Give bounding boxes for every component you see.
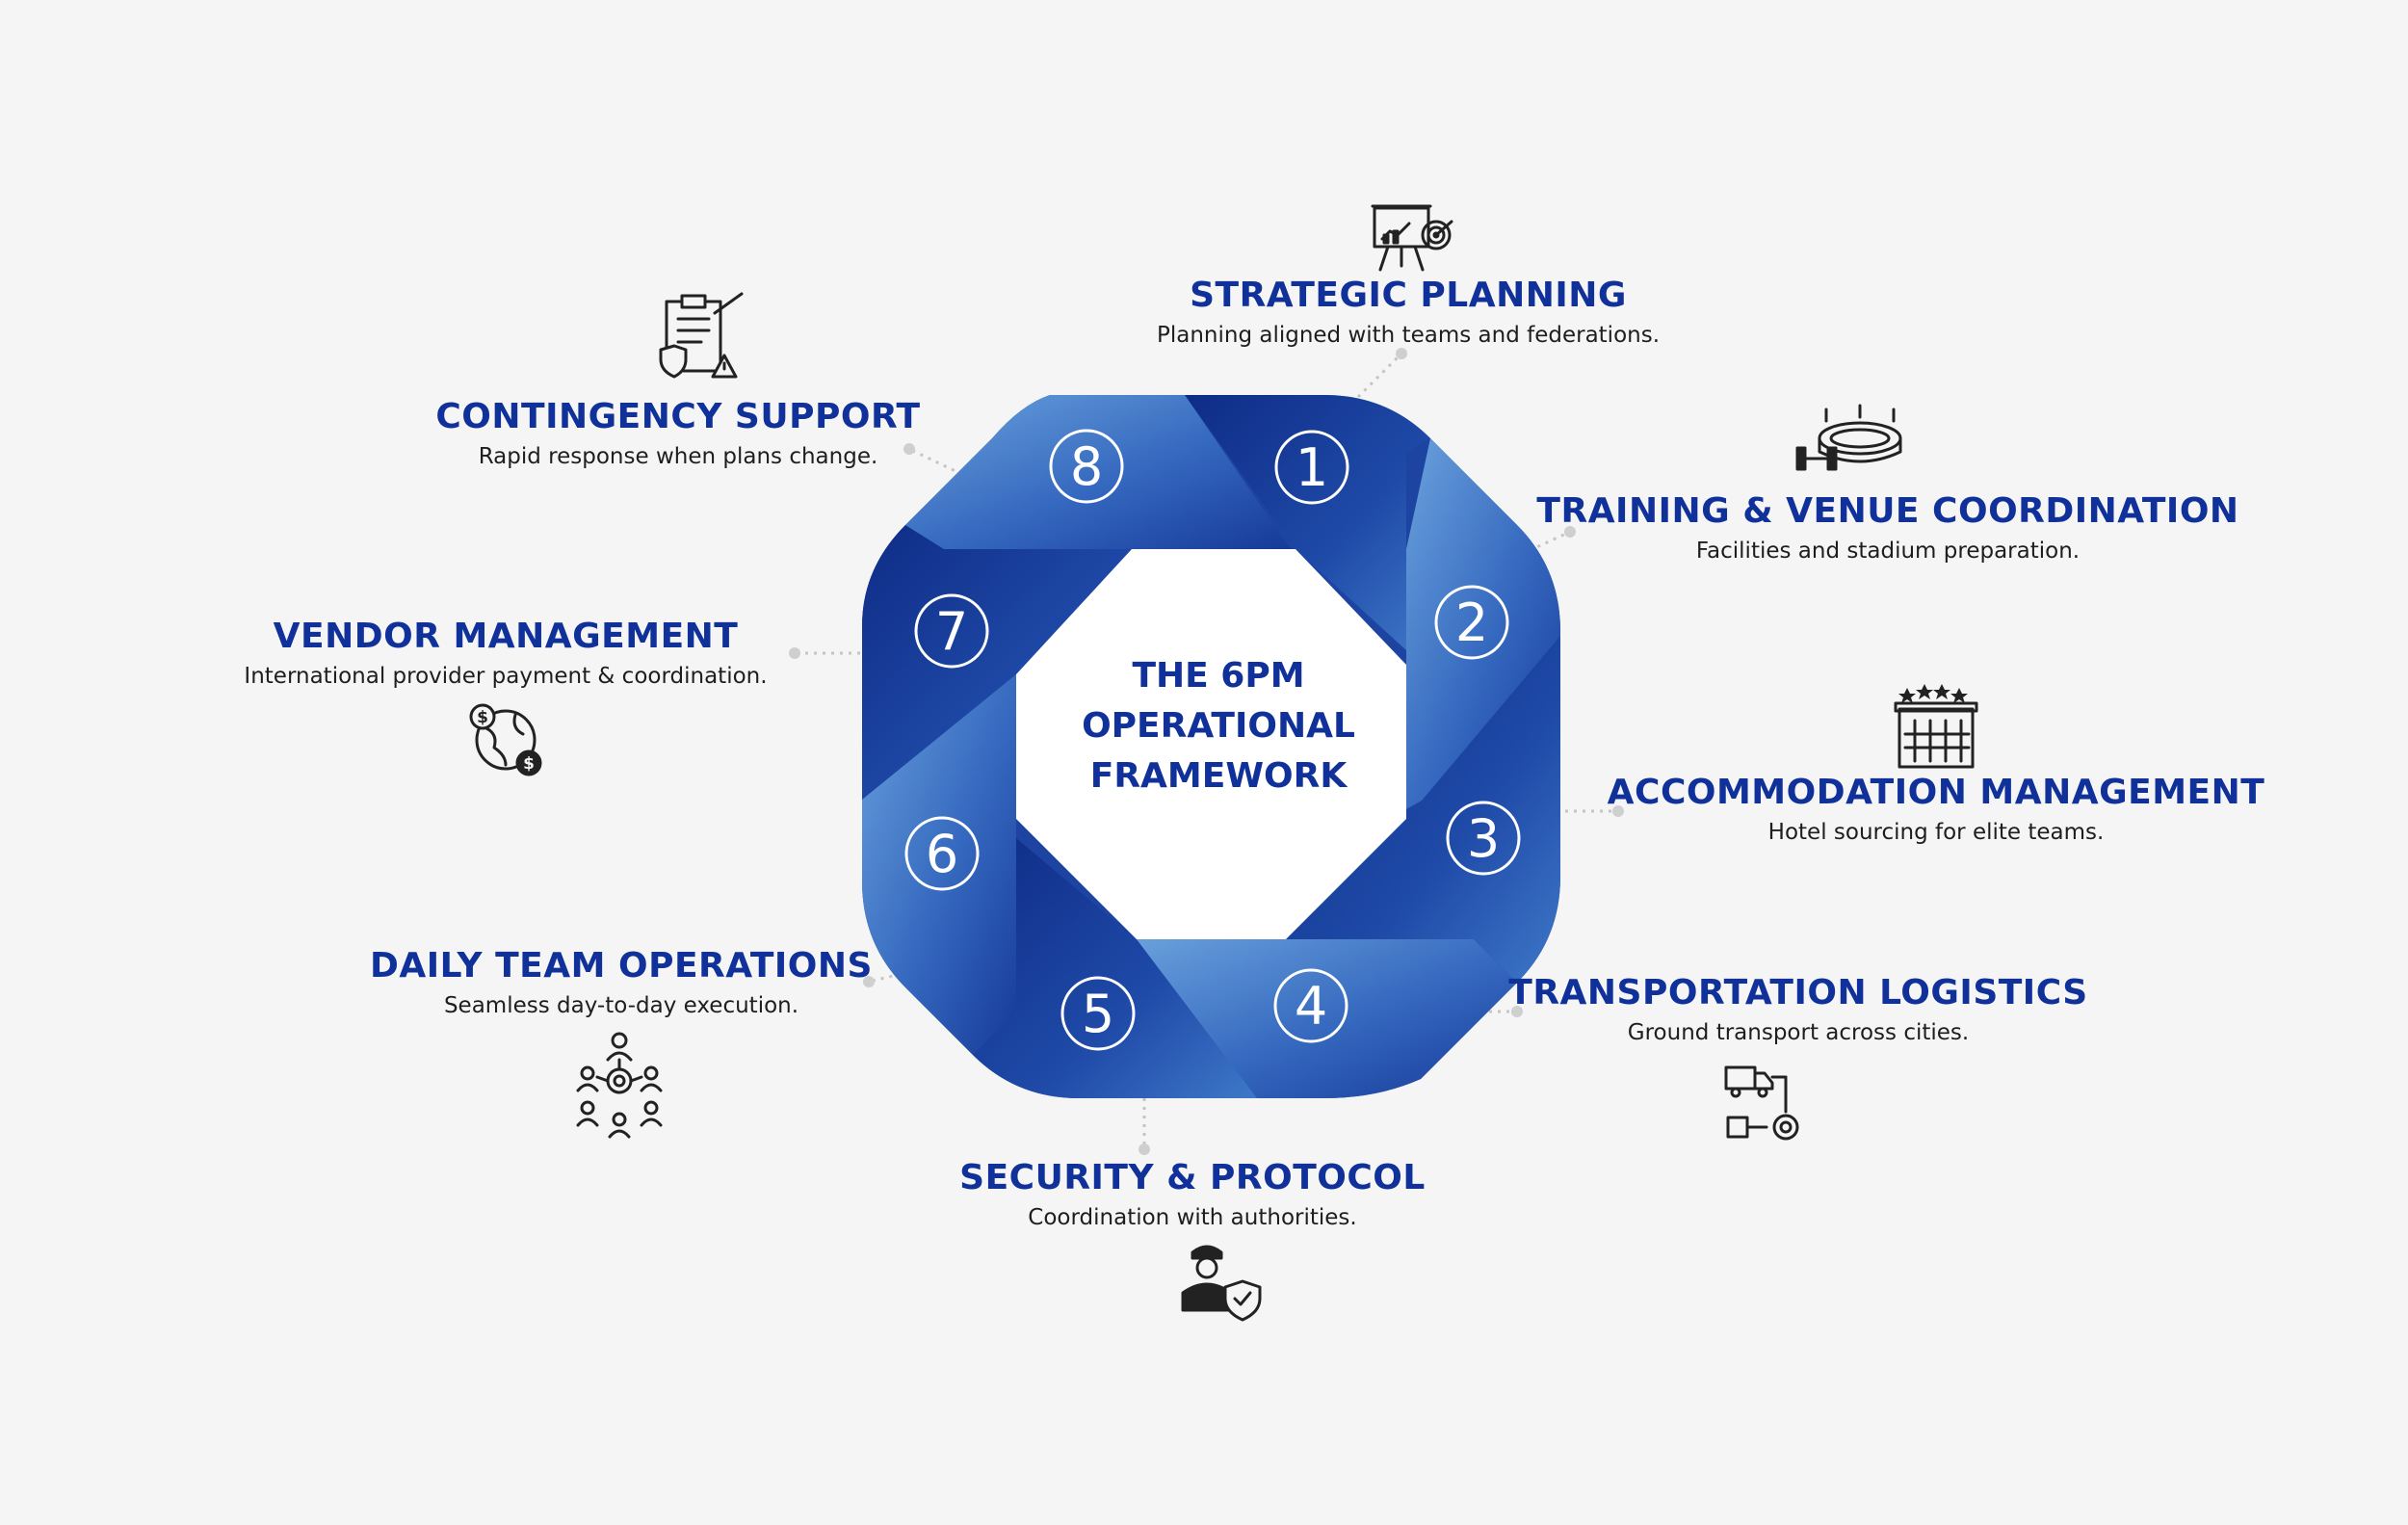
badge-number: 7	[935, 601, 968, 662]
connector-2	[1521, 526, 1576, 556]
step-8-label: CONTINGENCY SUPPORT Rapid response when …	[245, 395, 1112, 472]
badge-ring	[914, 593, 989, 669]
step-2-title: TRAINING & VENUE COORDINATION	[1536, 491, 2239, 531]
connector-5	[1139, 1098, 1150, 1155]
svg-text:$: $	[523, 754, 535, 774]
step-5-description: Coordination with authorities.	[1028, 1205, 1357, 1230]
step-3-label: ACCOMMODATION MANAGEMENT Hotel sourcing …	[1503, 771, 2369, 848]
step-7-description: International provider payment & coordin…	[244, 664, 768, 689]
step-icons: $ $	[469, 204, 1978, 1322]
badge-ring	[1060, 976, 1136, 1051]
clipboard-warning-icon	[659, 292, 744, 379]
step-6-label: DAILY TEAM OPERATIONS Seamless day-to-da…	[188, 944, 1055, 1021]
connector-8	[903, 443, 979, 484]
badge-number: 3	[1467, 808, 1500, 869]
global-payment-icon: $ $	[469, 703, 542, 776]
badge-ring	[1273, 968, 1348, 1043]
ring-segment-8	[905, 395, 1291, 549]
connector-1	[1356, 348, 1407, 399]
ring-center-hole	[1016, 549, 1406, 939]
step-4-description: Ground transport across cities.	[1627, 1020, 1970, 1045]
step-5-title: SECURITY & PROTOCOL	[959, 1158, 1426, 1197]
step-1-description: Planning aligned with teams and federati…	[1156, 323, 1661, 348]
badge-ring	[1049, 429, 1124, 504]
step-7-label: VENDOR MANAGEMENT International provider…	[72, 615, 939, 692]
step-6-title: DAILY TEAM OPERATIONS	[370, 946, 873, 986]
step-1-label: STRATEGIC PLANNING Planning aligned with…	[975, 274, 1842, 351]
step-5-label: SECURITY & PROTOCOL Coordination with au…	[759, 1156, 1626, 1233]
step-7-title: VENDOR MANAGEMENT	[273, 617, 739, 656]
step-7-badge: 7	[914, 593, 989, 669]
number-badges: 1 2 3 4 5 6 7 8	[904, 429, 1521, 1051]
badge-number: 5	[1082, 984, 1114, 1044]
truck-logistics-icon	[1724, 1065, 1799, 1141]
step-6-description: Seamless day-to-day execution.	[443, 993, 799, 1018]
team-network-gear-icon	[576, 1032, 663, 1139]
connector-3	[1565, 805, 1624, 817]
step-1-badge: 1	[1274, 430, 1349, 505]
octagon-ribbon	[862, 395, 1560, 1098]
step-2-badge: 2	[1434, 585, 1509, 660]
ring-segment-1	[1185, 395, 1430, 650]
ring-segment-4	[1117, 939, 1517, 1098]
step-2-label: TRAINING & VENUE COORDINATION Facilities…	[1454, 489, 2321, 566]
badge-ring	[1274, 430, 1349, 505]
badge-number: 8	[1070, 436, 1103, 497]
step-3-title: ACCOMMODATION MANAGEMENT	[1607, 773, 2265, 812]
step-3-badge: 3	[1446, 801, 1521, 876]
hotel-stars-icon	[1894, 684, 1978, 769]
badge-number: 6	[926, 824, 958, 884]
badge-ring	[1446, 801, 1521, 876]
step-4-badge: 4	[1273, 968, 1348, 1043]
step-6-badge: 6	[904, 816, 980, 891]
center-title: THE 6PM OPERATIONAL FRAMEWORK	[1082, 656, 1355, 796]
badge-number: 4	[1295, 976, 1327, 1037]
ring-segment-5	[973, 838, 1257, 1098]
step-2-description: Facilities and stadium preparation.	[1695, 539, 2081, 564]
badge-number: 2	[1455, 592, 1488, 653]
badge-ring	[1434, 585, 1509, 660]
ring-segment-7	[862, 525, 1132, 800]
svg-text:$: $	[477, 708, 488, 727]
step-8-badge: 8	[1049, 429, 1124, 504]
step-3-description: Hotel sourcing for elite teams.	[1767, 820, 2105, 845]
step-4-title: TRANSPORTATION LOGISTICS	[1508, 973, 2088, 1012]
step-8-title: CONTINGENCY SUPPORT	[435, 397, 921, 436]
step-4-label: TRANSPORTATION LOGISTICS Ground transpor…	[1365, 971, 2232, 1048]
step-8-description: Rapid response when plans change.	[478, 444, 878, 469]
stadium-dumbbell-icon	[1795, 404, 1902, 471]
ring-segment-3	[1286, 636, 1560, 983]
connector-7	[789, 647, 860, 659]
step-5-badge: 5	[1060, 976, 1136, 1051]
security-officer-shield-icon	[1181, 1245, 1262, 1322]
badge-ring	[904, 816, 980, 891]
presentation-target-icon	[1371, 204, 1453, 272]
step-1-title: STRATEGIC PLANNING	[1190, 276, 1627, 315]
badge-number: 1	[1296, 437, 1328, 498]
